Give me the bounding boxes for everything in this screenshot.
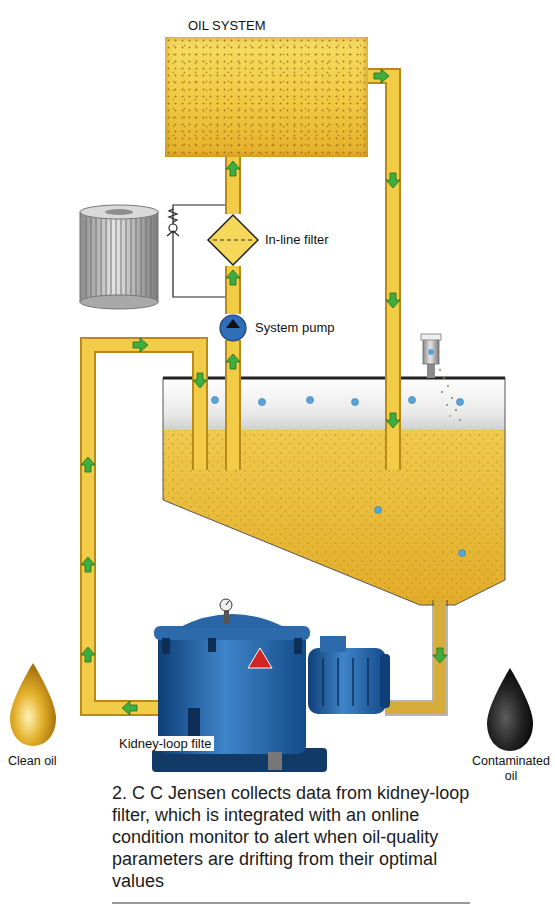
pipe-outline [225,266,241,314]
oil-label: Clean oil [8,754,88,769]
component-label: System pump [255,320,334,335]
component-label: Kidney-loop filte [117,736,214,751]
kidney-loop-filter-node: Kidney-loop filte [148,598,393,776]
pipe-connector [226,157,240,214]
bypass-check-valve [167,205,226,297]
contaminated-oil-drop [487,668,533,751]
flow-arrows [81,69,447,715]
system-pump-node: System pump [219,314,247,342]
system-heading: OIL SYSTEM [188,18,266,33]
pipe-body [227,157,239,214]
pipe-body [227,266,239,314]
pipe-connector [226,266,240,314]
water-droplets [212,397,466,557]
filter-diamond [207,214,259,266]
pipe-outline [225,157,241,214]
oil-label: Contaminated oil [470,754,552,784]
tank-breather [421,334,461,421]
oil-pipes [88,76,440,708]
oil-system-box: OIL SYSTEM [165,37,368,157]
inline-filter-node: In-line filter [207,214,259,266]
caption-rule [112,903,470,904]
flow-arrowhead [226,270,240,285]
clean-oil-drop [10,663,56,746]
figure-caption: 2. C C Jensen collects data from kidney-… [112,782,492,892]
component-label: In-line filter [265,232,329,247]
oil-tank [163,378,505,608]
filter-cartridge [80,205,158,309]
flow-arrowhead [226,161,240,176]
pump-circle [219,314,247,342]
